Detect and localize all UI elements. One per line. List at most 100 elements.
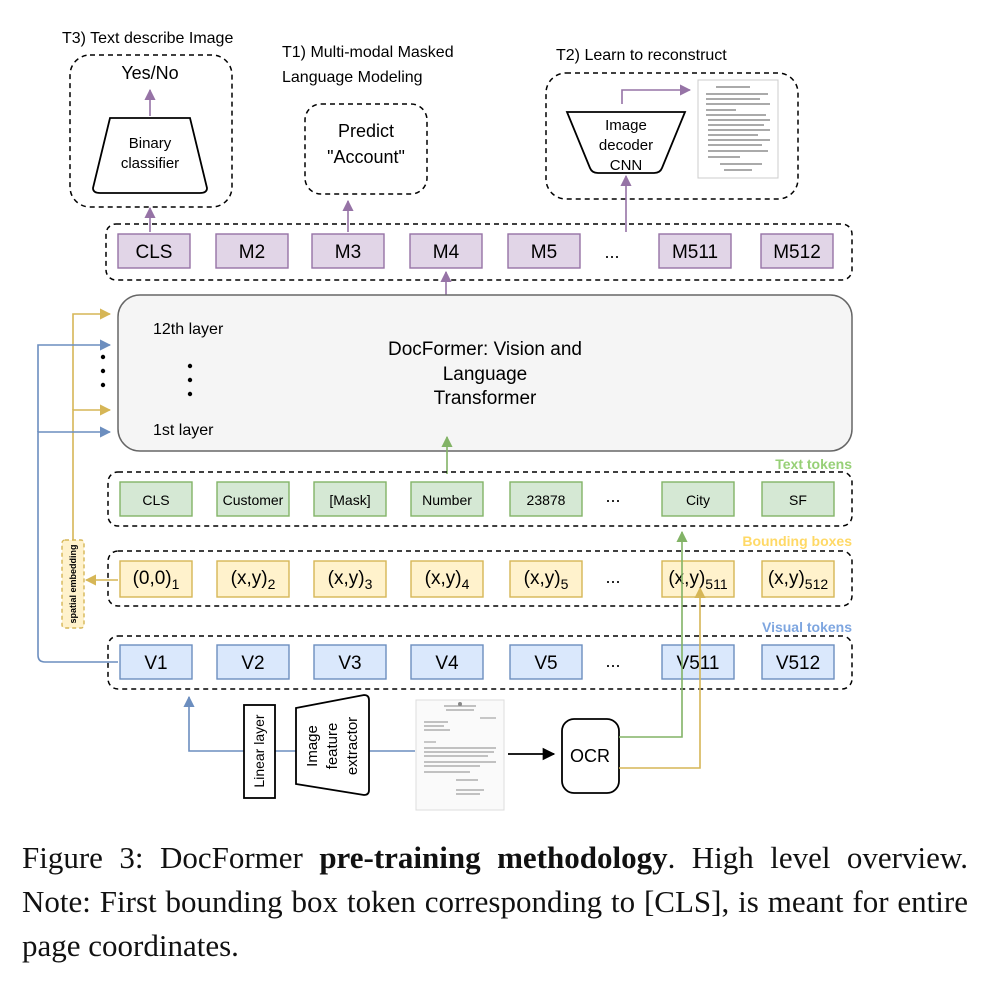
bbox-token-box — [410, 560, 484, 598]
input-document-image — [415, 699, 505, 811]
text-token-box — [410, 481, 484, 517]
bbox-token: (x,y)512 — [768, 568, 829, 592]
t1-title-line1: T1) Multi-modal Masked — [282, 44, 454, 61]
image-decoder — [565, 111, 687, 174]
output-token-box — [311, 233, 385, 269]
feature-extractor-line2: feature — [324, 723, 341, 770]
bbox-token-box — [313, 560, 387, 598]
bbox-token: (x,y)5 — [524, 568, 569, 592]
t3-output: Yes/No — [121, 63, 178, 83]
bbox-token: (x,y)4 — [425, 568, 470, 592]
binary-classifier-line2: classifier — [121, 155, 179, 172]
visual-token: V2 — [241, 653, 264, 674]
transformer-bottom-layer: 1st layer — [153, 422, 214, 439]
output-token: M512 — [773, 242, 821, 263]
t3-group — [69, 54, 233, 208]
bounding-boxes-ellipsis: ... — [605, 567, 620, 587]
ocr-box — [561, 718, 620, 794]
output-tokens-ellipsis: ... — [604, 242, 619, 262]
text-token-box — [216, 481, 290, 517]
caption-bold: pre-training methodology — [319, 840, 668, 875]
ocr-label: OCR — [570, 746, 610, 766]
transformer-title-line3: Transformer — [434, 388, 537, 409]
visual-tokens-ellipsis: ... — [605, 651, 620, 671]
t3-title: T3) Text describe Image — [62, 30, 233, 47]
transformer-title-line2: Language — [443, 364, 528, 385]
spatial-embedding-label: spatial embedding — [68, 544, 78, 623]
visual-token: V4 — [435, 653, 459, 674]
output-token-box — [409, 233, 483, 269]
feature-extractor-line3: extractor — [344, 717, 361, 775]
bbox-token-box — [216, 560, 290, 598]
docformer-diagram: T3) Text describe Image Yes/No Binary cl… — [37, 30, 853, 811]
text-token: 23878 — [527, 492, 566, 508]
output-token: CLS — [136, 242, 173, 263]
bbox-token: (x,y)2 — [231, 568, 276, 592]
image-decoder-line2: decoder — [599, 137, 653, 154]
output-token-box — [117, 233, 191, 269]
output-token: M511 — [672, 242, 718, 263]
visual-token-box — [410, 644, 484, 680]
predict-line2: "Account" — [327, 147, 405, 167]
visual-token-box — [661, 644, 735, 680]
bbox-token: (x,y)3 — [328, 568, 373, 592]
linear-layer — [243, 704, 276, 799]
visual-token-box — [313, 644, 387, 680]
side-ellipsis — [100, 354, 106, 388]
bounding-boxes-group — [107, 550, 853, 607]
visual-token: V1 — [144, 653, 167, 674]
text-token-box — [119, 481, 193, 517]
t2-title: T2) Learn to reconstruct — [556, 47, 727, 64]
t1-group — [304, 103, 428, 195]
text-tokens-ellipsis: ... — [605, 486, 620, 506]
bbox-token-box — [509, 560, 583, 598]
text-tokens-label: Text tokens — [775, 456, 852, 472]
image-feature-extractor — [295, 694, 370, 796]
t1-title-line2: Language Modeling — [282, 69, 423, 86]
text-token: Customer — [223, 492, 284, 508]
visual-token-box — [509, 644, 583, 680]
output-token-box — [215, 233, 289, 269]
text-token-box — [661, 481, 735, 517]
docformer-transformer — [117, 294, 853, 452]
bbox-token-box — [119, 560, 193, 598]
visual-token: V5 — [534, 653, 557, 674]
output-token: M5 — [531, 242, 557, 263]
visual-token-box — [761, 644, 835, 680]
transformer-top-layer: 12th layer — [153, 321, 224, 338]
output-token-box — [658, 233, 732, 269]
output-token: M3 — [335, 242, 361, 263]
text-token: Number — [422, 492, 472, 508]
binary-classifier — [92, 117, 208, 194]
visual-token: V3 — [338, 653, 361, 674]
reconstructed-document-image — [697, 79, 779, 179]
output-token: M4 — [433, 242, 460, 263]
text-token: SF — [789, 492, 807, 508]
bbox-token-box — [761, 560, 835, 598]
image-decoder-line3: CNN — [610, 157, 643, 174]
layer-ellipsis — [187, 363, 193, 397]
visual-token: V512 — [776, 653, 820, 674]
text-token: City — [686, 492, 710, 508]
visual-token-box — [119, 644, 193, 680]
bounding-boxes-label: Bounding boxes — [742, 533, 852, 549]
feature-extractor-line1: Image — [304, 725, 321, 767]
bbox-token: (x,y)511 — [668, 568, 727, 592]
visual-tokens-label: Visual tokens — [762, 619, 852, 635]
transformer-title-line1: DocFormer: Vision and — [388, 339, 582, 360]
figure-caption: Figure 3: DocFormer pre-training methodo… — [22, 836, 968, 968]
linear-layer-label: Linear layer — [251, 714, 267, 787]
text-token: [Mask] — [329, 492, 370, 508]
caption-figure: Figure 3: DocFormer — [22, 840, 320, 875]
visual-token-box — [216, 644, 290, 680]
caption-rest: . High level overview. Note: First bound… — [22, 840, 968, 963]
text-token-box — [761, 481, 835, 517]
output-token-box — [507, 233, 581, 269]
visual-token: V511 — [677, 653, 720, 674]
output-token-box — [760, 233, 834, 269]
predict-line1: Predict — [338, 121, 394, 141]
text-token-box — [509, 481, 583, 517]
output-token: M2 — [239, 242, 265, 263]
image-decoder-line1: Image — [605, 117, 647, 134]
text-token: CLS — [142, 492, 169, 508]
